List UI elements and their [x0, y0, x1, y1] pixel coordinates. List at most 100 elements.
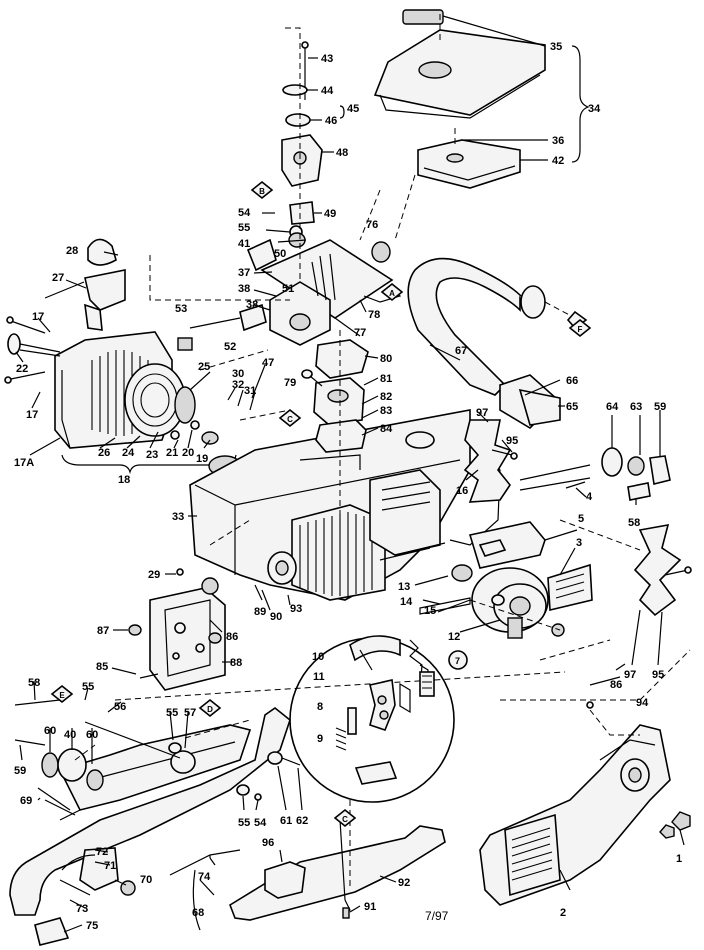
- label-86a: 86: [226, 631, 238, 643]
- bushing-89: [201, 577, 219, 595]
- bolt-56: [84, 721, 181, 759]
- label-55c: 55: [166, 707, 178, 719]
- clutch-link: [354, 761, 398, 785]
- label-36: 36: [552, 135, 564, 147]
- bracket-97: [463, 419, 512, 503]
- label-13: 13: [398, 581, 410, 593]
- isolator-40: [57, 748, 87, 782]
- label-5: 5: [578, 513, 584, 525]
- label-44: 44: [321, 85, 334, 97]
- label-10: 10: [312, 651, 324, 663]
- washer-55d: [236, 784, 250, 796]
- label-48: 48: [336, 147, 348, 159]
- spring-inset: [419, 671, 435, 697]
- rope-wheel-22: [7, 333, 21, 355]
- label-17b: 17: [26, 409, 38, 421]
- screw-4: [565, 481, 586, 489]
- label-63: 63: [630, 401, 642, 413]
- callout-letter: B: [259, 187, 265, 196]
- clutch-spring: [507, 617, 523, 639]
- crankcase: [369, 469, 441, 556]
- isolator-57: [170, 750, 196, 774]
- label-26: 26: [98, 447, 110, 459]
- label-57: 57: [184, 707, 196, 719]
- screw-59: [14, 739, 46, 746]
- label-62: 62: [296, 815, 308, 827]
- label-76: 76: [366, 219, 378, 231]
- label-21: 21: [166, 447, 178, 459]
- label-11: 11: [313, 671, 325, 683]
- callout-c7: [333, 808, 357, 828]
- label-33: 33: [172, 511, 184, 523]
- front-handle-67: [407, 257, 531, 396]
- label-58a: 58: [628, 517, 640, 529]
- starter-housing-group: [4, 238, 237, 475]
- label-84: 84: [380, 423, 393, 435]
- label-22: 22: [16, 363, 28, 375]
- label-94: 94: [636, 697, 649, 709]
- wire-74: [169, 849, 241, 876]
- label-55a: 55: [238, 222, 250, 234]
- rope-holder: [84, 303, 103, 331]
- group-bracket-34: [571, 45, 590, 163]
- callout-letter: A: [389, 289, 395, 298]
- rubber-pad-96: [264, 861, 306, 899]
- nut-87: [128, 624, 142, 636]
- engine-group: [267, 339, 441, 601]
- label-51: 51: [282, 283, 294, 295]
- front-handle-group: [407, 257, 588, 430]
- rope-guide-27: [84, 269, 126, 311]
- clutch-plate-11: [369, 679, 396, 731]
- washer-44: [282, 84, 308, 96]
- label-47: 47: [262, 357, 274, 369]
- assembly-lines: [74, 10, 691, 890]
- leader-lines: [15, 15, 685, 933]
- label-4: 4: [586, 491, 593, 503]
- label-70: 70: [140, 874, 152, 886]
- label-95b: 95: [652, 669, 664, 681]
- foot-75: [34, 917, 70, 946]
- muffler-body-83: [315, 419, 367, 453]
- label-69: 69: [20, 795, 32, 807]
- callout-7-circle: [448, 650, 468, 670]
- label-67: 67: [455, 345, 467, 357]
- label-35: 35: [550, 41, 562, 53]
- nut-79: [301, 369, 313, 379]
- label-52: 52: [224, 341, 236, 353]
- label-8: 8: [317, 701, 323, 713]
- bolt-56b: [14, 699, 61, 706]
- label-90: 90: [270, 611, 282, 623]
- label-12: 12: [448, 631, 460, 643]
- label-92: 92: [398, 877, 410, 889]
- nut-86: [208, 632, 222, 644]
- callout-c6: [568, 318, 592, 338]
- ignition-group: [128, 568, 226, 691]
- nut-1b: [659, 824, 675, 839]
- label-88: 88: [230, 657, 242, 669]
- label-60a: 60: [44, 725, 56, 737]
- bolt-62: [281, 757, 301, 766]
- side-plate-5: [468, 521, 546, 569]
- mount-60b: [86, 769, 104, 791]
- bushing-76: [371, 241, 391, 263]
- label-74: 74: [198, 871, 211, 883]
- clutch-detail-inset: [289, 635, 455, 803]
- cover-plate-3: [547, 563, 593, 611]
- label-75: 75: [86, 920, 98, 932]
- cover-vent: [504, 813, 561, 897]
- link-50: [246, 238, 277, 272]
- label-19: 19: [196, 453, 208, 465]
- vibration-mount-65: [518, 388, 561, 426]
- fan-disc: [174, 386, 196, 424]
- label-53: 53: [175, 303, 187, 315]
- side-bracket-group: [463, 419, 591, 503]
- callout-letter: C: [342, 815, 348, 824]
- label-14: 14: [400, 596, 413, 608]
- washer-61: [267, 751, 283, 765]
- callout-diamonds: [50, 180, 592, 828]
- label-29: 29: [148, 569, 160, 581]
- callout-c1: [250, 180, 274, 200]
- oil-cap: [405, 431, 435, 449]
- bottom-guard-group: [229, 819, 446, 921]
